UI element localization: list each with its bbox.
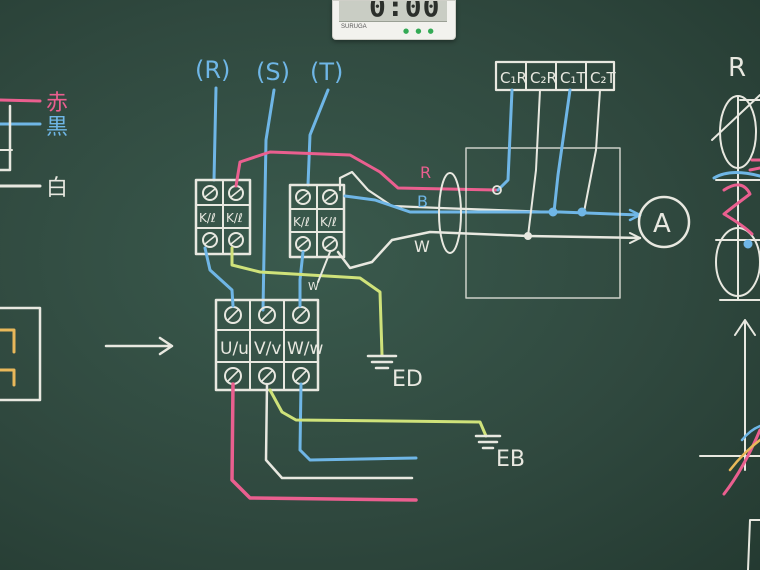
ground-label-eb: EB [496, 447, 525, 472]
terminal-k-label: K/ℓ [320, 215, 337, 229]
output-cable-blue [298, 382, 418, 462]
wire-label-b: B [417, 192, 428, 211]
right-letter-r: R [728, 53, 746, 83]
output-cable-white [264, 382, 414, 480]
ct-label-c2t: C₂T [590, 69, 616, 87]
wire-label-w: W [414, 237, 430, 256]
supply-line-s [261, 88, 276, 312]
ct-terminal-block-left: K/ℓ K/ℓ [194, 178, 252, 256]
terminal-u-label: U/u [220, 339, 249, 359]
wire-label-r: R [420, 163, 431, 182]
digital-clock: 0:00 SURUGA ● ● ● [332, 0, 456, 40]
arrow-right [104, 336, 174, 356]
terminal-v-label: V/v [254, 339, 281, 359]
link-white-small [317, 251, 331, 283]
ct-terminal-block-right: K/ℓ K/ℓ [288, 183, 346, 259]
wire-r-pink [234, 150, 498, 192]
phase-label-r: (R) [195, 56, 230, 84]
clock-brand: SURUGA [341, 24, 367, 30]
ground-label-ed: ED [392, 367, 423, 392]
terminal-k-label: K/ℓ [226, 211, 243, 225]
supply-line-t [306, 88, 330, 187]
ct-panel: C₁R C₂R C₁T C₂T [465, 60, 642, 299]
phase-label-t: (T) [310, 58, 343, 86]
cable-bundle-loop [438, 172, 462, 254]
ammeter-symbol: A [637, 195, 691, 249]
legend-bracket [0, 104, 12, 172]
output-terminal-block: U/u V/v W/w [214, 298, 324, 392]
ct-label-c2r: C₂R [530, 69, 557, 87]
legend-black-label: 黒 [46, 115, 68, 140]
clock-screen: 0:00 [339, 1, 447, 22]
terminal-k-label: K/ℓ [293, 215, 310, 229]
clock-indicator-dots: ● ● ● [403, 27, 436, 35]
ground-wire-ed [230, 246, 384, 357]
legend-red-line [0, 98, 42, 103]
ammeter-label: A [653, 209, 671, 239]
ct-label-c1r: C₁R [500, 69, 527, 87]
ct-label-c1t: C₁T [560, 69, 586, 87]
terminal-k-label: K/ℓ [199, 211, 216, 225]
ground-symbol-eb: EB [474, 434, 525, 472]
ground-wire-eb [268, 388, 488, 438]
link-blue-w [298, 250, 305, 308]
supply-line-r [212, 86, 218, 182]
legend-red-label: 赤 [46, 91, 68, 116]
clock-display: 0:00 [369, 1, 441, 22]
link-blue-u [203, 246, 235, 308]
color-legend: 赤 黒 白 [0, 91, 68, 201]
output-cable-pink [230, 382, 418, 502]
right-edge-drawing: R [699, 53, 760, 570]
phase-label-s: (S) [256, 58, 290, 86]
small-w-label: W [308, 280, 319, 293]
wire-b-blue [343, 194, 642, 217]
legend-white-label: 白 [46, 176, 68, 201]
wire-bundle-white-upper [338, 170, 554, 214]
ground-symbol-ed: ED [366, 354, 423, 392]
left-edge-box [0, 306, 42, 402]
terminal-w-label: W/w [287, 339, 324, 359]
wire-w-white [336, 230, 642, 270]
